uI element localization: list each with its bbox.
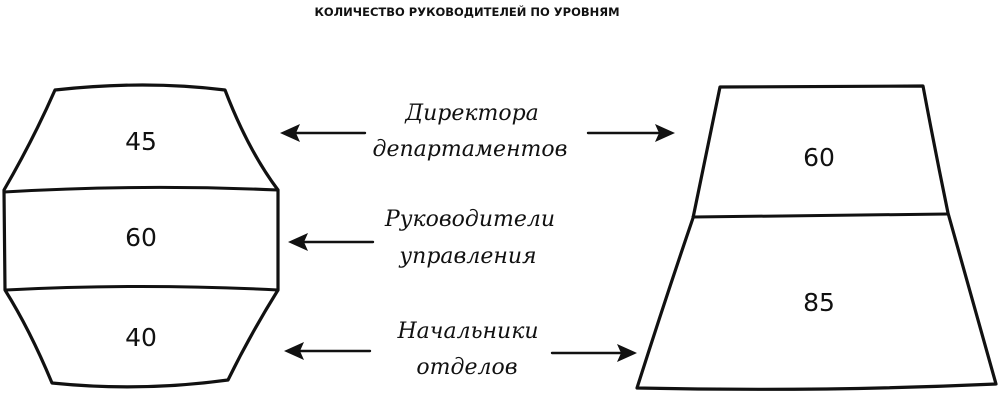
level-label-directors-line2: департаментов — [373, 137, 568, 162]
left-divider-top — [2, 185, 280, 194]
right-trapezoid-shape: 60 85 — [635, 84, 998, 391]
right-trapezoid-outline — [635, 84, 998, 391]
right-segment-top-value: 60 — [803, 143, 835, 172]
level-label-managers-line1: Руководители — [384, 207, 555, 232]
right-segment-bottom-value: 85 — [803, 288, 835, 317]
arrow-managers-left — [288, 233, 375, 251]
left-segment-top-value: 45 — [125, 127, 157, 156]
level-label-managers: Руководители управления — [384, 207, 555, 269]
diagram-title: КОЛИЧЕСТВО РУКОВОДИТЕЛЕЙ ПО УРОВНЯМ — [314, 4, 619, 19]
arrow-heads-left — [284, 342, 372, 360]
level-label-heads: Начальники отделов — [396, 319, 538, 380]
left-barrel-shape: 45 60 40 — [2, 83, 280, 389]
arrow-directors-left — [280, 124, 367, 142]
arrow-heads-right — [550, 344, 637, 362]
right-divider — [691, 212, 950, 219]
left-segment-middle-value: 60 — [125, 223, 157, 252]
level-label-managers-line2: управления — [398, 244, 536, 269]
level-label-directors: Директора департаментов — [373, 101, 568, 162]
level-label-directors-line1: Директора — [404, 101, 539, 126]
level-label-heads-line2: отделов — [416, 355, 517, 380]
level-label-heads-line1: Начальники — [396, 319, 538, 344]
arrow-directors-right — [586, 124, 675, 142]
left-segment-bottom-value: 40 — [125, 323, 157, 352]
left-divider-bottom — [4, 285, 280, 292]
